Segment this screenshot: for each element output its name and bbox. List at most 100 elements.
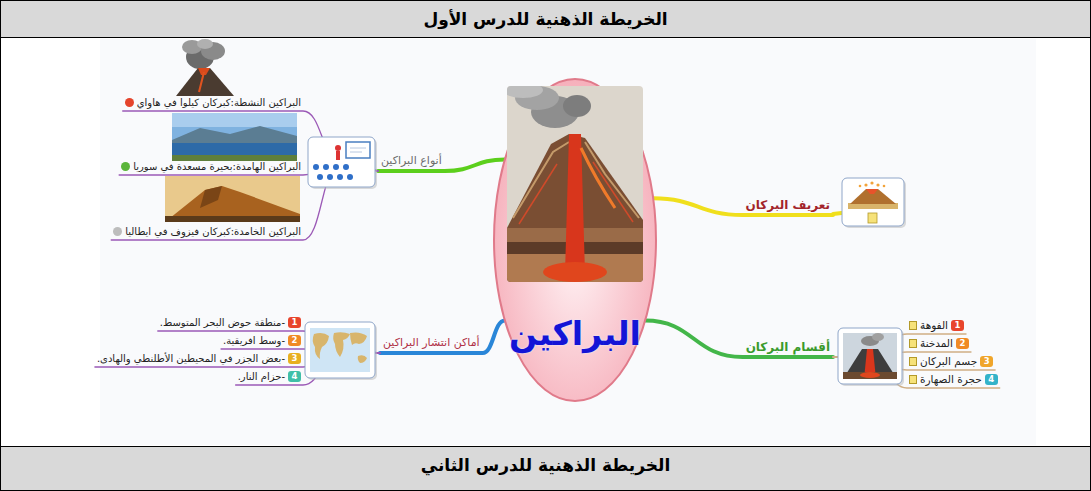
callout-number: 3: [288, 353, 301, 364]
title-text: الخريطة الذهنية للدرس الأول: [423, 9, 667, 29]
extinct-volcano-picture-part: [165, 186, 300, 222]
section-band: الخريطة الذهنية للدرس الثاني: [0, 446, 1091, 491]
extinct-volcano-picture-part: [165, 176, 300, 222]
volcano-picture-part: [581, 148, 615, 208]
leaf-item: 4-حزام النار.: [236, 370, 303, 385]
dormant-lake-picture: [172, 113, 297, 161]
leaf-item: 2-وسط افريقية.: [221, 334, 303, 349]
types-image-box-part: [336, 151, 340, 160]
callout-number: 2: [288, 335, 301, 346]
volcano-picture-part: [543, 262, 607, 282]
page-ground-part: [1090, 37, 1091, 447]
central-title: البراكين: [509, 314, 641, 353]
parts-image-box-part: [840, 330, 904, 386]
definition-image-box: [842, 178, 906, 228]
main-branch: [645, 321, 833, 358]
dormant-lake-picture-part: [172, 143, 297, 155]
central-oval-shape: [493, 78, 657, 402]
callout-number: 3: [980, 356, 993, 367]
places-image-box-part: [350, 332, 367, 345]
leaf-item: البراكين النشطة:كبركان كيلوا في هاواي: [123, 96, 303, 111]
volcano-picture-part: [513, 142, 569, 218]
dormant-lake-picture-part: [172, 113, 297, 161]
leaf-item: 2المدخنة: [907, 337, 971, 352]
volcano-picture-part: [507, 86, 543, 98]
extinct-volcano-picture: [165, 176, 300, 222]
leaf-item: 4حجرة الصهارة: [907, 373, 1000, 388]
dormant-lake-picture-part: [172, 155, 297, 161]
definition-image-box-part: [859, 185, 862, 188]
branch-label: تعريف البركان: [746, 198, 830, 212]
types-image-box-part: [347, 174, 353, 180]
note-icon: [909, 375, 917, 384]
types-image-box-part: [327, 174, 333, 180]
definition-image-box-part: [866, 189, 878, 194]
places-image-box-part: [305, 322, 375, 378]
places-image-box-part: [310, 328, 370, 372]
types-image-box-part: [335, 145, 341, 151]
types-image-box-part: [313, 164, 319, 170]
active-volcano-picture-part: [199, 72, 204, 92]
leaf-item: 3-بعض الجزر في المحيطين الأطلنطي والهادى…: [95, 352, 303, 367]
leaf-item: 1-منطقة حوض البحر المتوسط.: [158, 316, 303, 331]
leaf-item: 1الفوهة: [907, 319, 966, 334]
places-image-box-part: [333, 332, 350, 357]
status-icon: [121, 162, 130, 171]
title-band: الخريطة الذهنية للدرس الأول: [0, 0, 1091, 38]
extinct-volcano-picture-part: [165, 216, 300, 222]
dormant-lake-picture-part: [172, 113, 297, 127]
main-branch: [380, 321, 505, 354]
branch-topic: أنواع البراكين: [378, 154, 445, 171]
places-image-box-part: [313, 333, 329, 359]
callout-number: 4: [985, 374, 998, 385]
volcano-picture-part: [593, 162, 633, 222]
definition-image-box-part: [876, 183, 879, 186]
types-image-box-part: [333, 164, 339, 170]
types-image-box-part: [343, 164, 349, 170]
parts-image-box-part: [843, 349, 897, 379]
leaf-label: -منطقة حوض البحر المتوسط.: [160, 316, 285, 329]
parts-image-box-part: [860, 372, 880, 378]
branch-label: أنواع البراكين: [381, 154, 442, 167]
types-image-box: [308, 137, 377, 189]
main-branch: [653, 198, 833, 215]
volcano-picture-part: [585, 142, 639, 218]
types-image-box-part: [350, 148, 366, 149]
leaf-item: 3جسم البركان: [907, 355, 995, 370]
parts-image-box: [838, 328, 904, 386]
leaf-label: -بعض الجزر في المحيطين الأطلنطي والهادى.: [97, 352, 285, 365]
leaf-label: حجرة الصهارة: [920, 373, 982, 386]
leaf-item: البراكين الهامدة:بحيرة مسعدة في سوريا: [119, 160, 303, 175]
definition-image-box-part: [842, 178, 904, 226]
branch-label: أقسام البركان: [746, 340, 830, 354]
band-heading: الخريطة الذهنية للدرس الثاني: [421, 455, 671, 475]
types-image-box-part: [308, 137, 375, 187]
definition-image-box-part: [864, 183, 867, 186]
callout-number: 1: [951, 320, 964, 331]
page-ground-part: [0, 37, 1, 447]
types-image-box-part: [317, 174, 323, 180]
definition-image-box-part: [868, 213, 877, 223]
leaf-label: البراكين الهامدة:بحيرة مسعدة في سوريا: [133, 160, 301, 173]
places-image-box: [305, 322, 377, 380]
leaf-label: الفوهة: [920, 319, 948, 332]
types-image-box-part: [323, 164, 329, 170]
branch-label: أماكن انتشار البراكين: [383, 336, 480, 349]
leaf-label: المدخنة: [920, 337, 953, 350]
status-icon: [125, 98, 134, 107]
callout-number: 4: [288, 371, 301, 382]
types-image-box-part: [337, 174, 343, 180]
callout-number: 1: [288, 317, 301, 328]
note-icon: [909, 357, 917, 366]
leaf-label: جسم البركان: [920, 355, 977, 368]
note-icon: [909, 339, 917, 348]
parts-image-box-part: [843, 372, 897, 379]
types-image-box-part: [346, 142, 370, 158]
central-topic: البراكين: [493, 78, 657, 402]
branch-topic: تعريف البركان: [743, 198, 833, 215]
definition-image-box-part: [850, 189, 896, 204]
types-image-box-part: [350, 152, 362, 153]
places-image-box-part: [358, 355, 367, 363]
